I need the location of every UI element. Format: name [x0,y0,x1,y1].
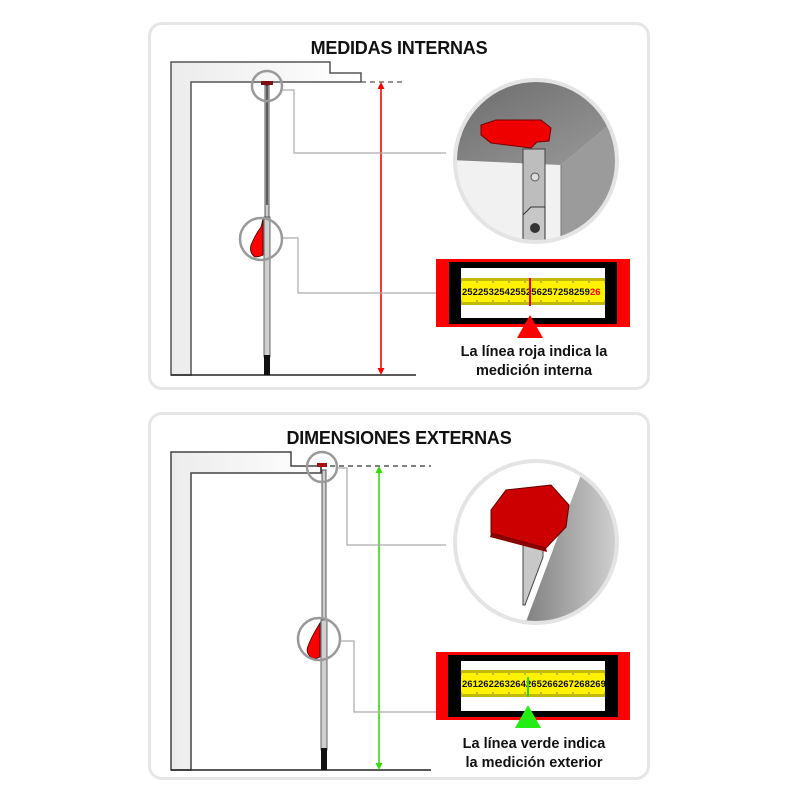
caption-line-1: La línea roja indica la [460,344,608,360]
pole-top-cap [317,463,327,467]
detail-magnifier-external [453,459,619,625]
zoom-marker-handle [296,616,342,662]
leader-line-handle [282,237,439,294]
tape-number: 253 [478,287,494,298]
tape-strip [461,670,605,697]
pole-handle [306,621,321,659]
panel-title: MEDIDAS INTERNAS [310,38,488,58]
indicator-triangle [515,705,541,728]
tape-number: 265 [526,679,543,690]
zoom-marker-top [305,450,339,484]
tape-number: 258 [558,287,574,298]
tape-number: 267 [558,679,574,690]
tape-number: 266 [542,679,558,690]
tape-number: 262 [478,679,494,690]
leader-line-handle [340,640,439,713]
tape-number: 255 [510,287,527,298]
telescopic-pole [250,81,273,375]
tape-number: 257 [542,287,558,298]
tape-number: 256 [526,287,542,298]
measurement-arrow [377,82,385,375]
leader-line-top [337,467,446,546]
zoom-marker-top [250,69,284,103]
telescopic-pole [306,463,328,770]
door-frame [170,451,431,771]
caption-external: La línea verde indica la medición exteri… [424,735,644,773]
tape-number: 252 [462,287,478,298]
pole-handle [250,218,264,258]
zoom-marker-handle [238,216,284,262]
panel-internal-measurement: MEDIDAS INTERNAS [148,22,650,390]
caption-line-2: la medición exterior [465,755,603,771]
caption-internal: La línea roja indica la medición interna [424,343,644,381]
panel-external-measurement: DIMENSIONES EXTERNAS [148,412,650,780]
panel-title: DIMENSIONES EXTERNAS [286,428,512,448]
pole-top-cap [261,81,273,85]
measurement-arrow [375,466,383,770]
tape-number: 268 [574,679,590,690]
caption-line-2: medición interna [475,363,593,379]
tape-number: 254 [494,287,511,298]
tape-strip [461,278,605,305]
detail-magnifier-internal [453,78,619,244]
tape-number: 269 [590,679,606,690]
tape-number: 261 [462,679,479,690]
tape-number: 26 [590,287,601,298]
tape-number: 263 [494,679,510,690]
caption-line-1: La línea verde indica [462,736,606,752]
leader-line-top [282,89,446,154]
indicator-triangle [517,315,543,338]
tape-number: 259 [574,287,590,298]
tape-number: 264 [510,679,527,690]
